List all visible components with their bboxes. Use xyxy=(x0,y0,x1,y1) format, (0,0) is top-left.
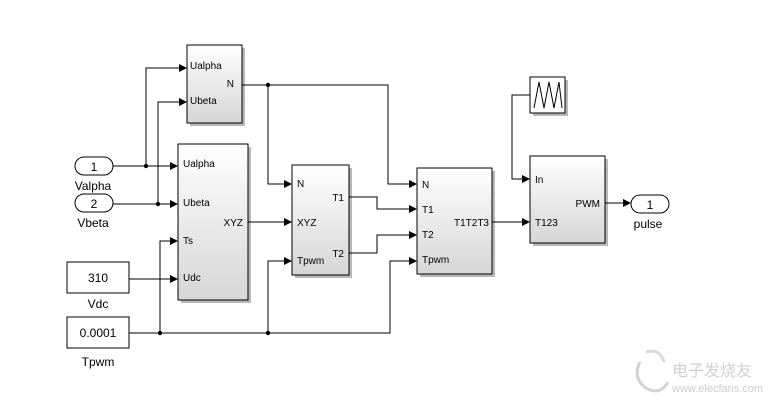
sector-in-ubeta-label: Ubeta xyxy=(190,96,217,107)
time-out-t2-label: T2 xyxy=(332,249,344,260)
switch-in-t1-label: T1 xyxy=(422,205,434,216)
switch-in-n-label: N xyxy=(422,180,429,191)
branch-points xyxy=(143,82,271,336)
pwm-in-in-label: In xyxy=(535,175,543,186)
wire-sector-n-branch xyxy=(267,85,285,185)
wire-t2 xyxy=(349,234,410,254)
wire-t1 xyxy=(349,196,410,210)
outport-pulse-number: 1 xyxy=(647,198,654,212)
arrowheads xyxy=(170,64,631,283)
sector-in-ualpha-label: Ualpha xyxy=(190,61,222,72)
outport-pulse[interactable]: 1 pulse xyxy=(630,194,670,231)
time-out-t1-label: T1 xyxy=(332,193,344,204)
pwm-out-pwm-label: PWM xyxy=(576,199,600,210)
time-block[interactable]: N XYZ Tpwm T1 T2 xyxy=(291,164,352,278)
switch-in-tpwm-label: Tpwm xyxy=(422,255,449,266)
outport-pulse-name: pulse xyxy=(634,217,663,231)
inport-vbeta-name: Vbeta xyxy=(77,216,109,230)
inport-valpha-name: Valpha xyxy=(75,179,112,193)
wire-tpwm-time xyxy=(267,260,285,333)
time-in-xyz-label: XYZ xyxy=(297,218,316,229)
inport-vbeta-number: 2 xyxy=(91,197,98,211)
xyz-in-ualpha-label: Ualpha xyxy=(183,159,215,170)
pwm-block[interactable]: In T123 PWM xyxy=(529,155,608,246)
pwm-in-t123-label: T123 xyxy=(535,218,558,229)
wire-valpha-branch xyxy=(145,67,180,166)
xyz-in-udc-label: Udc xyxy=(183,273,201,284)
watermark-url-text: www.elecfans.com xyxy=(671,383,763,395)
wire-carrier xyxy=(511,94,530,180)
wire-vbeta-branch xyxy=(157,101,180,204)
signal-lines xyxy=(113,67,624,334)
constant-vdc[interactable]: 310 Vdc xyxy=(66,261,130,311)
carrier-source-block[interactable] xyxy=(529,76,568,116)
xyz-in-ubeta-label: Ubeta xyxy=(183,198,210,209)
wire-tpwm-main xyxy=(129,260,410,334)
xyz-block[interactable]: Ualpha Ubeta Ts Udc XYZ xyxy=(177,143,251,303)
constant-vdc-value: 310 xyxy=(88,271,108,285)
switch-out-t1t2t3-label: T1T2T3 xyxy=(454,218,489,229)
switch-in-t2-label: T2 xyxy=(422,230,434,241)
constant-tpwm-value: 0.0001 xyxy=(80,326,117,340)
time-in-tpwm-label: Tpwm xyxy=(297,256,324,267)
constant-vdc-name: Vdc xyxy=(88,297,109,311)
wire-tpwm-ts xyxy=(159,240,171,333)
watermark: 电子发烧友 www.elecfans.com xyxy=(635,349,763,395)
triangle-wave-icon xyxy=(533,81,563,109)
xyz-out-xyz-label: XYZ xyxy=(224,218,243,229)
wire-sector-n xyxy=(242,84,410,185)
switch-time-block[interactable]: N T1 T2 Tpwm T1T2T3 xyxy=(416,167,495,277)
sector-block[interactable]: Ualpha Ubeta N xyxy=(186,44,245,126)
watermark-logo-icon xyxy=(635,349,670,393)
inport-valpha-number: 1 xyxy=(91,160,98,174)
time-in-n-label: N xyxy=(297,179,304,190)
sector-out-n-label: N xyxy=(227,79,234,90)
xyz-in-ts-label: Ts xyxy=(183,236,193,247)
watermark-cn-text: 电子发烧友 xyxy=(672,362,752,380)
constant-tpwm[interactable]: 0.0001 Tpwm xyxy=(66,316,130,369)
constant-tpwm-name: Tpwm xyxy=(82,355,115,369)
inport-valpha[interactable]: 1 Valpha xyxy=(74,156,114,193)
inport-vbeta[interactable]: 2 Vbeta xyxy=(74,193,114,230)
